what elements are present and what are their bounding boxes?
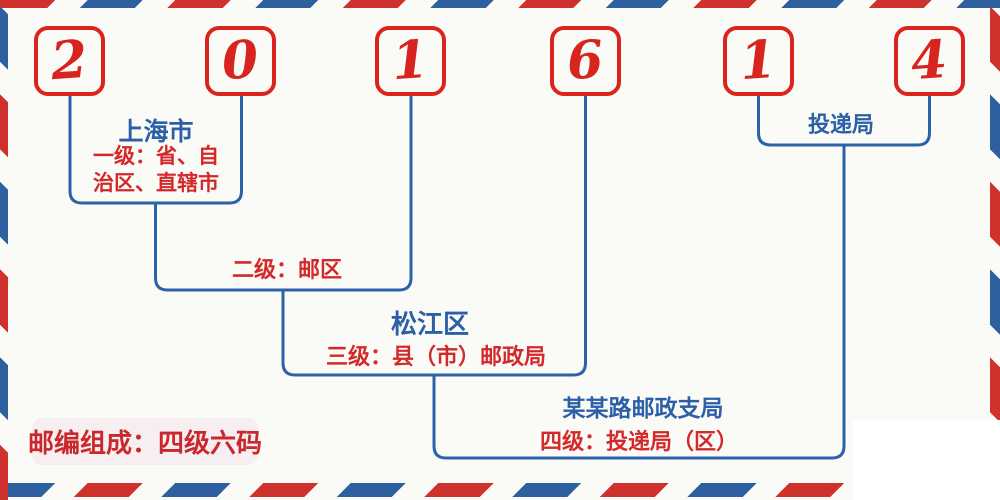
level2-description: 二级：邮区 [231,257,343,282]
level1-name: 上海市 [118,119,194,146]
level1-description-line1: 一级：省、自 [93,145,219,168]
digit-5: 1 [738,28,779,93]
bracket-level4 [432,145,846,460]
bracket-level5 [757,96,931,147]
digit-box-5: 1 [723,26,794,96]
level3-description: 三级：县（市）邮政局 [325,344,547,369]
airmail-border-right [990,0,1000,500]
digit-1: 2 [49,28,90,93]
airmail-border-top [0,0,1000,8]
level4-description: 四级：投递局（区） [539,429,739,454]
airmail-border-bottom [0,483,1000,497]
digit-box-3: 1 [375,26,446,96]
digit-box-4: 6 [550,26,621,96]
digit-4: 6 [565,28,606,93]
digit-box-1: 2 [34,26,105,96]
composition-badge-text: 邮编组成：四级六码 [28,429,263,458]
digit-2: 0 [220,28,261,93]
level1-description-line2: 治区、直辖市 [93,172,219,195]
level1-description: 一级：省、自 治区、直辖市 [93,143,219,197]
digit-box-6: 4 [894,26,965,96]
digit-6: 4 [909,28,950,93]
corner-white-patch [853,420,1000,500]
digit-box-2: 0 [205,26,276,96]
level5-name: 投递局 [807,112,875,137]
level3-name: 松江区 [390,310,470,339]
level4-name: 某某路邮政支局 [562,396,724,421]
digit-3: 1 [390,28,431,93]
airmail-border-left [0,0,8,500]
composition-badge: 邮编组成：四级六码 [28,418,262,465]
